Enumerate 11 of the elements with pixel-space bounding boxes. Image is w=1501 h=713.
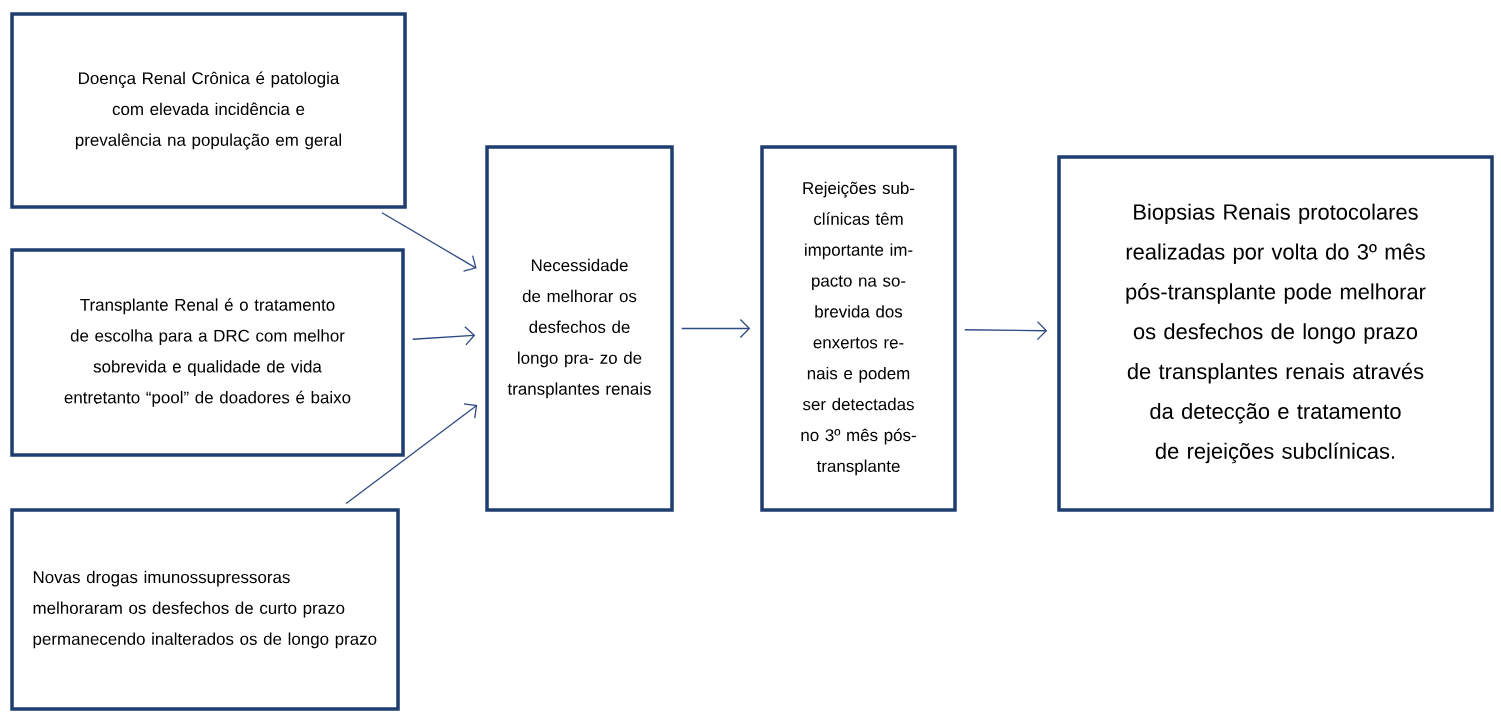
text-box: Doença Renal Crônica é patologia com elevada incidência e prevalência na população em geral [10, 12, 407, 209]
arrow [381, 212, 477, 272]
text-box: Necessidade de melhorar os desfechos de longo pra- zo de transplantes renais [485, 145, 674, 512]
text-box: Transplante Renal é o tratamento de escolha para a DRC com melhor sobrevida e qualidade de vida entretanto “pool” de doadores é baixo [10, 248, 405, 457]
arrow [412, 326, 476, 346]
arrow [345, 403, 478, 505]
text-box: Biopsias Renais protocolares realizadas por volta do 3º mês pós-transplante pode melhorar os desfechos de longo prazo de transplantes renais através da detecção e tratamento de rejeições subclínicas. [1057, 155, 1494, 512]
arrow [964, 321, 1048, 341]
text-box: Novas drogas imunossupressoras melhoraram os desfechos de curto prazo permanecendo inalterados os de longo prazo [10, 508, 400, 711]
arrow [681, 318, 751, 339]
text-box: Rejeições sub- clínicas têm importante im- pacto na so- brevida dos enxertos re- nais e podem ser detectadas no 3º mês pós- transplante [760, 145, 957, 512]
